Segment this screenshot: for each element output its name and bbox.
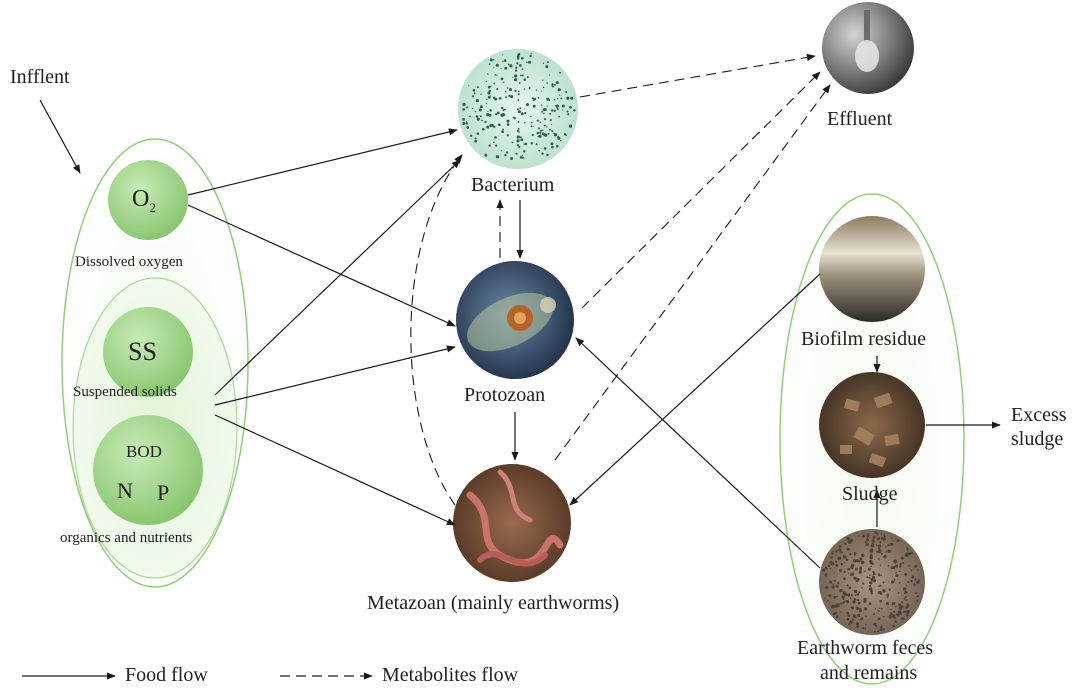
arrow-ss-protozoan	[215, 347, 455, 405]
oxygen-subscript: 2	[149, 200, 156, 215]
arrow-ss-metazoan	[215, 415, 455, 525]
excess-sludge-label-2: sludge	[1011, 428, 1063, 451]
p-label: P	[157, 480, 169, 506]
effluent-image	[822, 2, 914, 94]
legend-metabolites-flow-label: Metabolites flow	[382, 664, 518, 687]
biofilm-residue-label: Biofilm residue	[801, 328, 926, 351]
dissolved-oxygen-label: Dissolved oxygen	[75, 254, 183, 271]
sludge-image	[819, 372, 925, 478]
ss-label: SS	[128, 337, 157, 367]
biofilm-residue-image	[819, 216, 925, 322]
arrow-protozoan-effluent	[582, 72, 820, 308]
n-label: N	[117, 478, 133, 504]
influent-label: Infflent	[10, 66, 70, 89]
earthworm-feces-label-1: Earthworm feces	[797, 637, 933, 660]
effluent-label: Effluent	[827, 108, 892, 131]
protozoan-label: Protozoan	[464, 384, 545, 407]
sludge-label: Sludge	[842, 483, 898, 506]
metazoan-image	[453, 464, 571, 582]
excess-sludge-label-1: Excess	[1011, 404, 1067, 427]
bod-label: BOD	[126, 442, 162, 462]
suspended-solids-label: Suspended solids	[73, 384, 177, 401]
arrow-influent-in	[40, 100, 80, 173]
arrow-ss-bacterium	[215, 160, 460, 395]
metazoan-label: Metazoan (mainly earthworms)	[367, 592, 619, 615]
protozoan-image	[456, 261, 574, 379]
bacterium-label: Bacterium	[471, 174, 554, 197]
arrow-metazoan-bacterium	[411, 155, 462, 505]
arrow-oxygen-bacterium	[188, 130, 457, 195]
bod-node	[93, 415, 203, 525]
oxygen-symbol-text: O	[132, 186, 149, 212]
bacterium-image	[458, 49, 578, 169]
earthworm-feces-label-2: and remains	[820, 662, 917, 685]
organics-nutrients-label: organics and nutrients	[60, 530, 192, 547]
oxygen-symbol: O2	[132, 186, 156, 216]
arrow-bacterium-effluent	[580, 56, 815, 97]
earthworm-feces-image	[819, 529, 925, 635]
legend-food-flow-label: Food flow	[125, 664, 208, 687]
